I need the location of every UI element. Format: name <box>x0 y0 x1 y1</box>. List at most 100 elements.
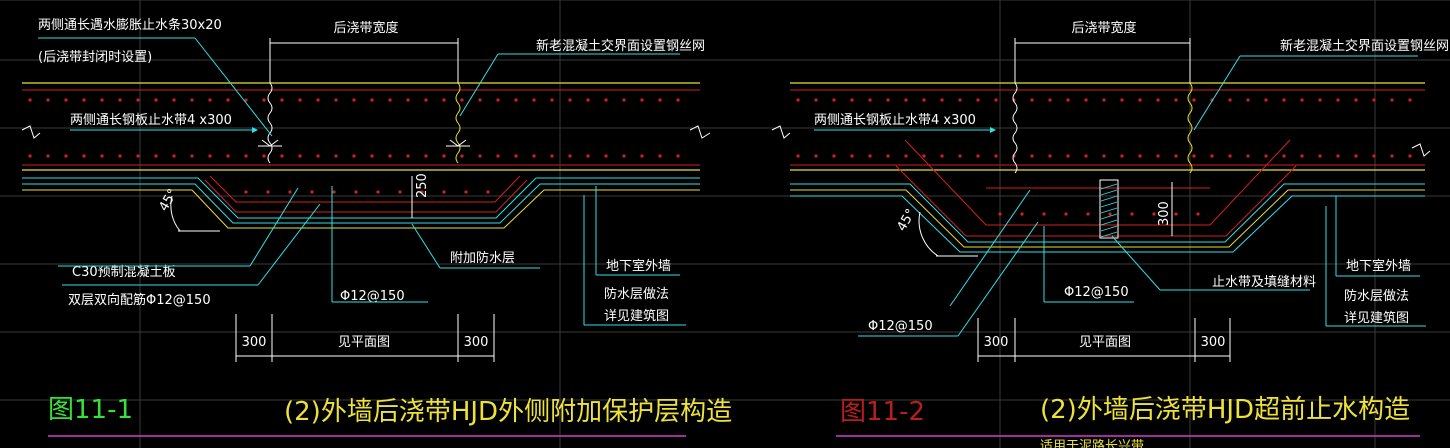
right-figure-title: (2)外墙后浇带HJD超前止水构造 <box>1040 395 1410 425</box>
rebar-dot <box>958 98 962 102</box>
left-waterproof-leader <box>411 223 441 269</box>
rebar-dot <box>1048 154 1052 158</box>
rebar-dot <box>1372 98 1376 102</box>
hatch-line <box>1100 225 1118 232</box>
rebar-dot <box>1042 212 1046 216</box>
rebar-dot <box>298 154 302 158</box>
rebar-dot <box>568 154 572 158</box>
left-protect-layer-2 <box>22 183 700 224</box>
left-joint-line-1 <box>267 82 273 164</box>
rebar-dot <box>1086 212 1090 216</box>
rebar-dot <box>82 98 86 102</box>
rebar-dot <box>100 154 104 158</box>
rebar-dot <box>288 190 292 194</box>
rebar-dot <box>1336 98 1340 102</box>
rebar-dot <box>550 154 554 158</box>
rebar-dot <box>1102 98 1106 102</box>
left-precast-board-top <box>209 175 521 203</box>
left-figure-title: (2)外墙后浇带HJD外侧附加保护层构造 <box>284 397 732 427</box>
rebar-dot <box>796 98 800 102</box>
rebar-dot <box>208 154 212 158</box>
rebar-dot <box>958 154 962 158</box>
left-angle-arc <box>170 195 181 232</box>
left-break-line <box>21 125 41 139</box>
rebar-dot <box>118 154 122 158</box>
rebar-dot <box>406 154 410 158</box>
rebar-dot <box>28 98 32 102</box>
rebar-dot <box>658 98 662 102</box>
rebar-dot <box>1300 98 1304 102</box>
rebar-dot <box>640 154 644 158</box>
rebar-dot <box>814 98 818 102</box>
rebar-dot <box>64 154 68 158</box>
left-mesh-leader <box>459 53 499 117</box>
rebar-dot <box>398 190 402 194</box>
rebar-dot <box>424 98 428 102</box>
rebar-dot <box>998 212 1002 216</box>
rebar-dot <box>316 98 320 102</box>
rebar-dot <box>478 98 482 102</box>
rebar-dot <box>514 98 518 102</box>
rebar-dot <box>676 98 680 102</box>
left-precast-board-bottom <box>204 179 528 213</box>
rebar-dot <box>796 154 800 158</box>
rebar-dot <box>1246 154 1250 158</box>
rebar-dot <box>1196 212 1200 216</box>
left-dim-right: 300 <box>464 335 489 350</box>
right-angle-arc <box>918 211 939 257</box>
rebar-dot <box>442 154 446 158</box>
rebar-dot <box>1408 154 1412 158</box>
right-mesh-label: 新老混凝土交界面设置钢丝网 <box>1280 38 1449 54</box>
right-protect-layer-2 <box>790 189 1425 248</box>
rebar-dot <box>886 154 890 158</box>
right-mesh-leader <box>1193 55 1241 131</box>
rebar-dot <box>190 154 194 158</box>
rebar-dot <box>370 154 374 158</box>
rebar-dot <box>550 98 554 102</box>
left-dim-center: 见平面图 <box>338 335 390 350</box>
rebar-dot <box>354 190 358 194</box>
rebar-dot <box>406 98 410 102</box>
left-strip-leader <box>194 37 273 137</box>
rebar-dot <box>100 98 104 102</box>
rebar-dot <box>832 154 836 158</box>
right-joint-line-2 <box>1187 82 1193 174</box>
left-break-line-right <box>689 125 711 139</box>
rebar-dot <box>388 98 392 102</box>
left-rebar-dots-bottom <box>28 154 680 158</box>
rebar-dot <box>28 154 32 158</box>
right-break-line <box>771 125 791 139</box>
left-precast-leader <box>249 187 299 267</box>
rebar-dot <box>420 190 424 194</box>
rebar-dot <box>1156 98 1160 102</box>
rebar-dot <box>1336 154 1340 158</box>
right-thick-section-outer <box>895 165 1297 237</box>
rebar-dot <box>1282 154 1286 158</box>
rebar-dot <box>244 98 248 102</box>
rebar-dot <box>1120 98 1124 102</box>
rebar-dot <box>496 154 500 158</box>
left-steel-plate-1 <box>258 139 282 147</box>
rebar-dot <box>496 98 500 102</box>
rebar-dot <box>136 154 140 158</box>
rebar-dot <box>658 154 662 158</box>
rebar-dot <box>460 98 464 102</box>
rebar-dot <box>334 98 338 102</box>
rebar-dot <box>280 154 284 158</box>
right-see-arch-label: 详见建筑图 <box>1344 310 1409 326</box>
rebar-dot <box>352 154 356 158</box>
rebar-dot <box>1246 98 1250 102</box>
left-rebar-label: 双层双向配筋Φ12@150 <box>68 292 211 308</box>
rebar-dot <box>1138 154 1142 158</box>
rebar-dot <box>280 98 284 102</box>
rebar-dot <box>622 98 626 102</box>
left-figure-number: 图11-1 <box>48 395 133 425</box>
rebar-dot <box>1064 212 1068 216</box>
right-steel-plate-label: 两侧通长钢板止水带4 x300 <box>814 113 976 128</box>
rebar-dot <box>1354 98 1358 102</box>
right-break-line-right <box>1411 143 1431 157</box>
hatch-line <box>1100 183 1118 190</box>
rebar-dot <box>532 154 536 158</box>
